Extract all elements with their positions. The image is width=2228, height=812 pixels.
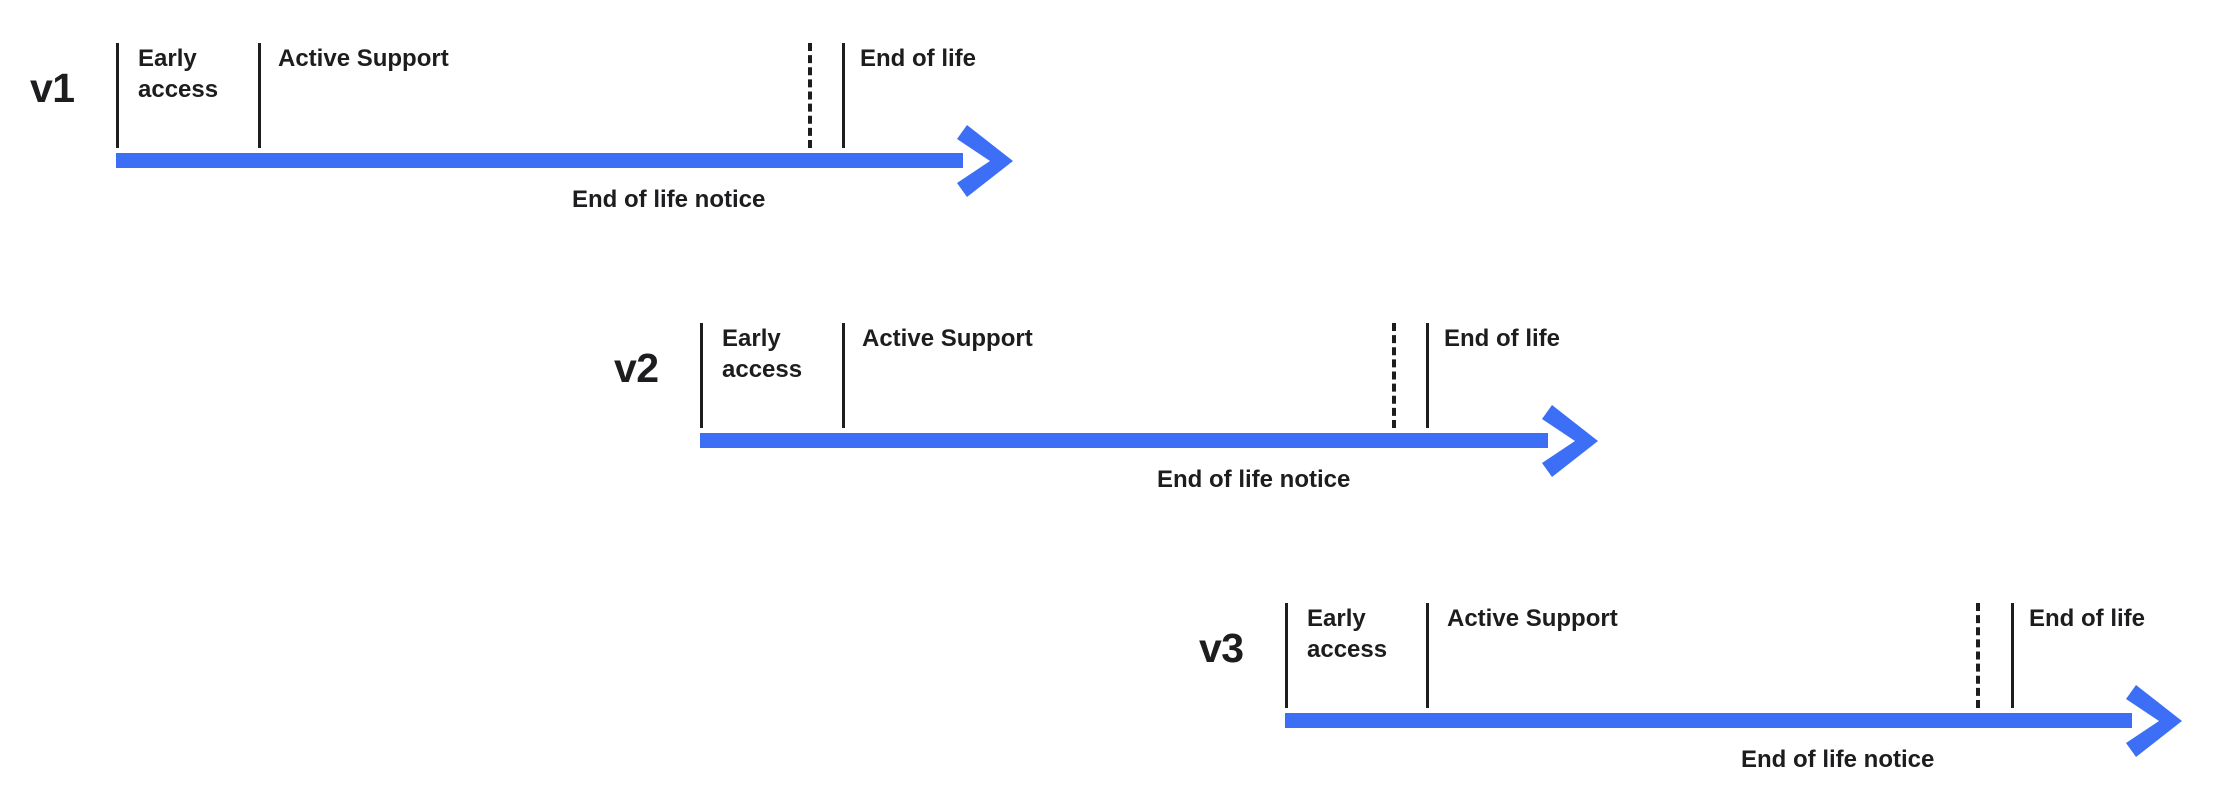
phase-divider-active-support-v1 (258, 43, 261, 148)
timeline-arrow-head-v1 (957, 124, 1013, 197)
phase-divider-end-of-life-v1 (842, 43, 845, 148)
timeline-arrow-head-v2 (1542, 404, 1598, 477)
version-label-v3: v3 (1199, 625, 1244, 671)
phase-divider-active-support-v3 (1426, 603, 1429, 708)
phase-label-active-support-v2: Active Support (862, 325, 1033, 352)
timeline-arrow-shaft-v1 (116, 153, 963, 168)
phase-divider-start-v3 (1285, 603, 1288, 708)
phase-divider-start-v1 (116, 43, 119, 148)
notice-divider-dashed-v2 (1392, 323, 1396, 428)
notice-divider-dashed-v1 (808, 43, 812, 148)
phase-label-active-support-v1: Active Support (278, 45, 449, 72)
phase-divider-active-support-v2 (842, 323, 845, 428)
phase-divider-end-of-life-v2 (1426, 323, 1429, 428)
notice-divider-dashed-v3 (1976, 603, 1980, 708)
version-label-v1: v1 (30, 65, 75, 111)
phase-label-active-support-v3: Active Support (1447, 605, 1618, 632)
end-of-life-notice-label-v3: End of life notice (1741, 746, 1935, 773)
phase-divider-end-of-life-v3 (2011, 603, 2014, 708)
end-of-life-notice-label-v1: End of life notice (572, 186, 766, 213)
phase-label-early-access-v1: Early access (138, 45, 219, 103)
phase-label-end-of-life-v3: End of life (2029, 605, 2145, 632)
phase-divider-start-v2 (700, 323, 703, 428)
timeline-arrow-shaft-v3 (1285, 713, 2132, 728)
phase-label-end-of-life-v2: End of life (1444, 325, 1560, 352)
timeline-arrow-head-v3 (2126, 684, 2182, 757)
phase-label-end-of-life-v1: End of life (860, 45, 976, 72)
version-label-v2: v2 (614, 345, 659, 391)
phase-label-early-access-v3: Early access (1307, 605, 1388, 663)
end-of-life-notice-label-v2: End of life notice (1157, 466, 1351, 493)
phase-label-early-access-v2: Early access (722, 325, 803, 383)
timeline-arrow-shaft-v2 (700, 433, 1548, 448)
